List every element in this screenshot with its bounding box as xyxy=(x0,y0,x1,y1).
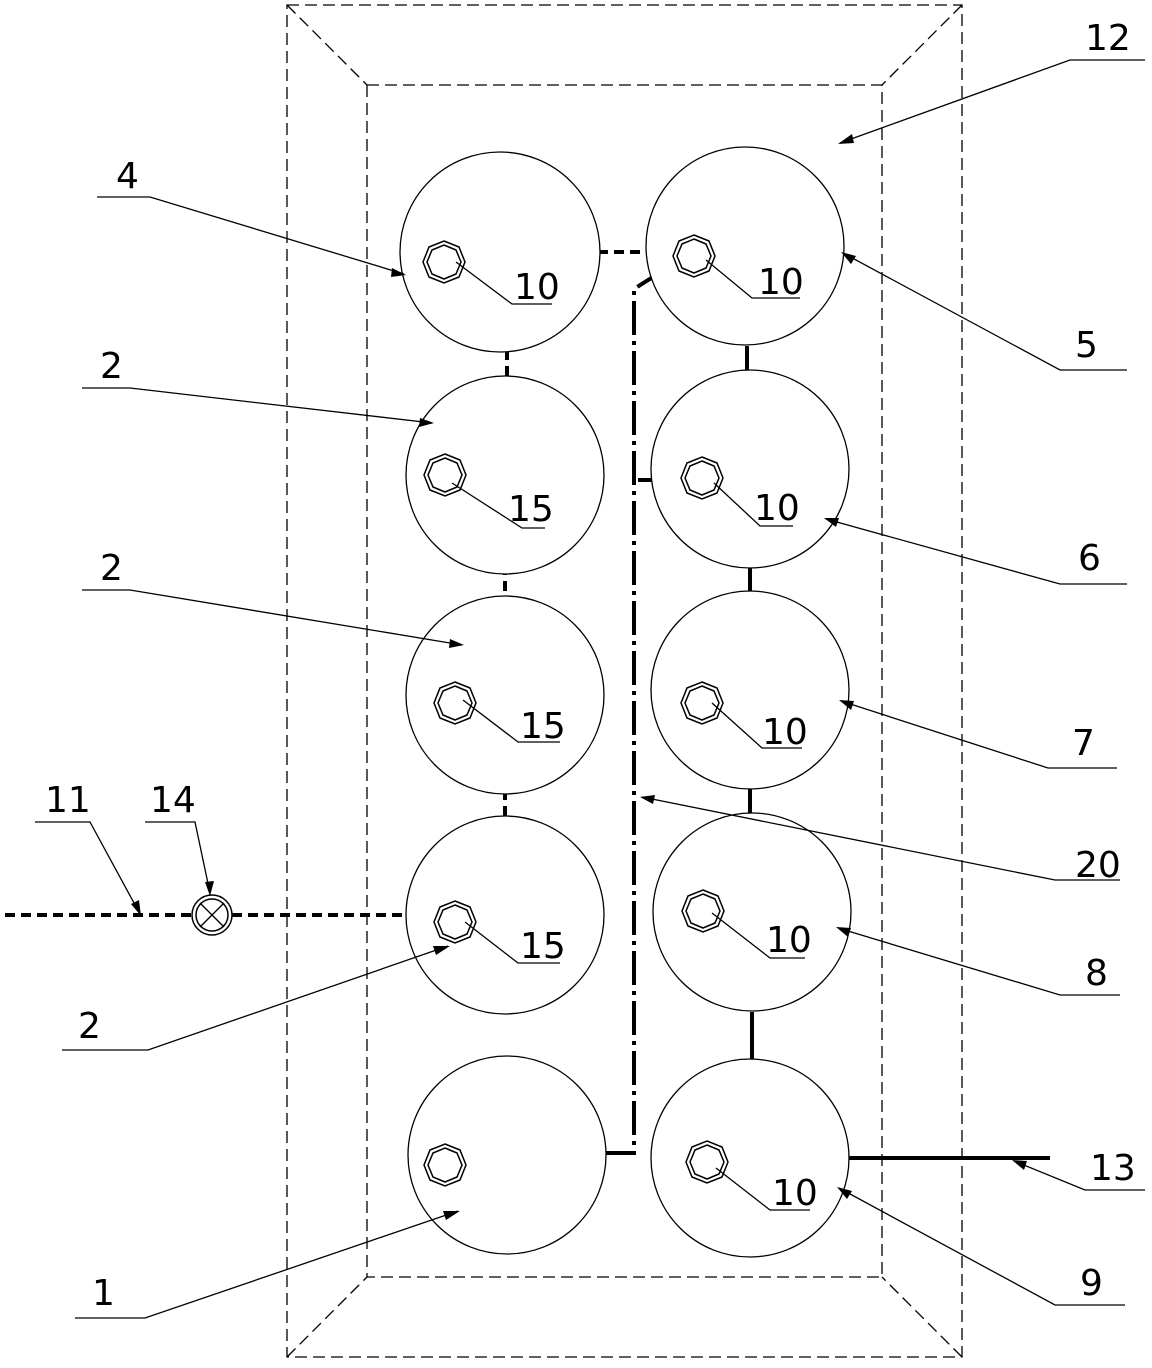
label-9: 9 xyxy=(1080,1263,1103,1304)
valve-icon xyxy=(191,894,233,936)
label-13: 13 xyxy=(1090,1148,1136,1189)
tanks xyxy=(191,146,852,1258)
label-2a: 2 xyxy=(100,346,123,387)
basin-corner-bl xyxy=(286,1276,368,1358)
tank-2c xyxy=(405,815,605,1015)
inner-leaders xyxy=(451,259,810,1211)
basin-corner-tl xyxy=(286,4,368,86)
label-2b: 2 xyxy=(100,548,123,589)
inner-labels: 10 10 15 10 15 10 15 10 10 xyxy=(508,262,818,1214)
inner-label-tank-2b: 15 xyxy=(520,706,566,747)
tank-2b xyxy=(405,595,605,795)
basin-corner-br xyxy=(881,1276,963,1358)
tank-7 xyxy=(650,590,850,790)
label-12: 12 xyxy=(1085,18,1131,59)
label-1: 1 xyxy=(92,1273,115,1314)
tank-4 xyxy=(399,151,601,353)
inner-label-tank-8: 10 xyxy=(766,920,812,961)
inner-label-tank-2a: 15 xyxy=(508,489,554,530)
inner-label-tank-4: 10 xyxy=(514,267,560,308)
inner-label-tank-9: 10 xyxy=(772,1173,818,1214)
inner-label-tank-2c: 15 xyxy=(520,926,566,967)
basin-corner-tr xyxy=(881,4,963,86)
tank-1 xyxy=(407,1055,607,1255)
tank-8 xyxy=(652,812,852,1012)
tank-6 xyxy=(650,369,850,569)
basin-inner-edge xyxy=(366,84,883,1278)
inner-label-tank-7: 10 xyxy=(762,712,808,753)
inner-label-tank-5: 10 xyxy=(758,262,804,303)
outer-leaders xyxy=(35,59,1145,1319)
basin xyxy=(286,4,963,1358)
label-20: 20 xyxy=(1075,845,1121,886)
tank-9 xyxy=(650,1058,850,1258)
outer-labels: 12 4 5 2 6 2 7 11 14 20 8 2 13 1 9 xyxy=(45,18,1136,1314)
label-2c: 2 xyxy=(78,1006,101,1047)
tank-2a xyxy=(405,375,605,575)
inner-label-tank-6: 10 xyxy=(754,488,800,529)
label-14: 14 xyxy=(150,780,196,821)
label-8: 8 xyxy=(1085,953,1108,994)
label-7: 7 xyxy=(1072,723,1095,764)
label-4: 4 xyxy=(116,156,139,197)
basin-outer-edge xyxy=(286,4,963,1358)
label-6: 6 xyxy=(1078,538,1101,579)
label-11: 11 xyxy=(45,780,91,821)
tank-5 xyxy=(645,146,845,346)
label-5: 5 xyxy=(1075,325,1098,366)
